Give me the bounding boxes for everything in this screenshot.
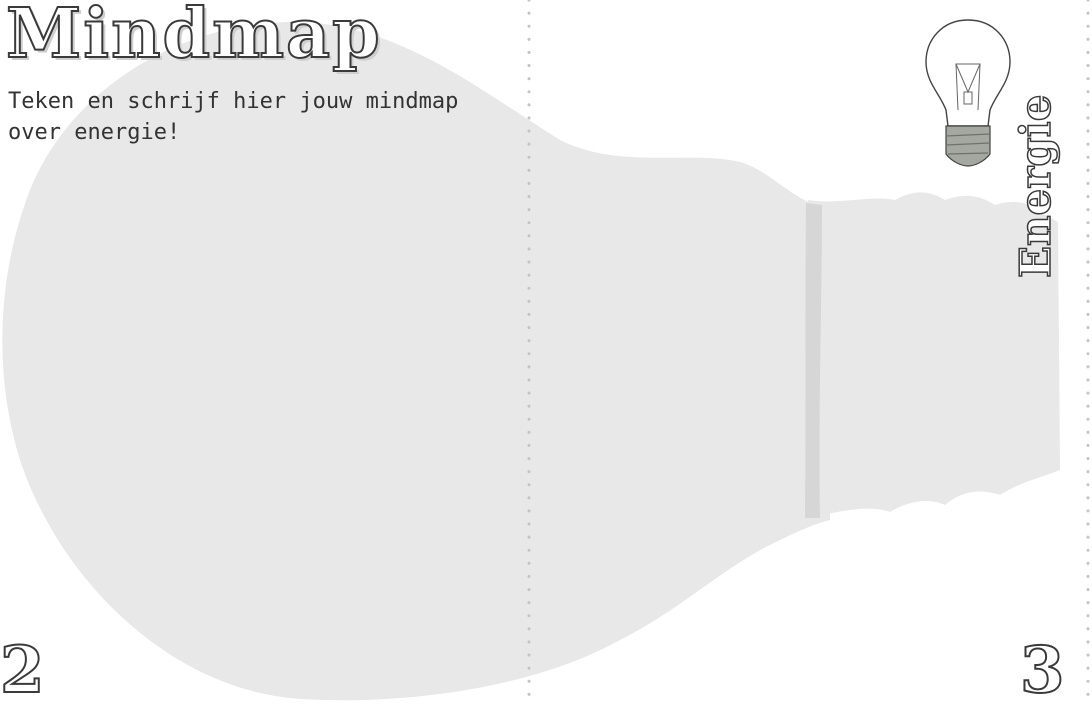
fold-line-right	[1086, 0, 1090, 701]
instruction-text: Teken en schrijf hier jouw mindmap over …	[8, 86, 468, 148]
bulb-collar-band	[805, 203, 822, 518]
page-number-left: 2	[0, 636, 45, 706]
lightbulb-icon	[918, 14, 1018, 174]
page-number-right: 3	[1020, 636, 1065, 706]
page-left: Mindmap Teken en schrijf hier jouw mindm…	[0, 0, 528, 701]
page-title: Mindmap	[6, 0, 382, 74]
side-label-energie: Energie	[1006, 98, 1066, 278]
